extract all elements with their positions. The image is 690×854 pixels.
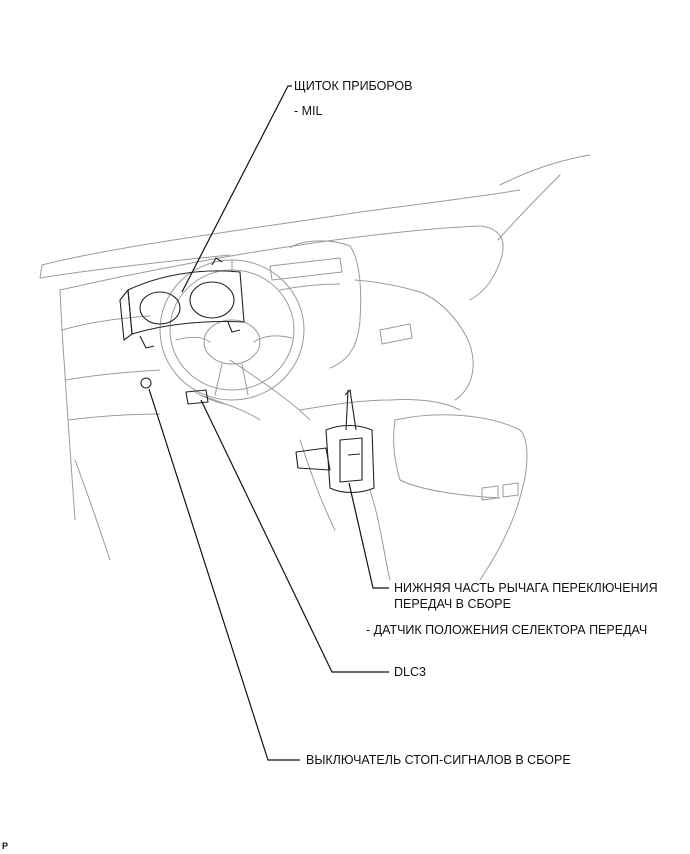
label-shift-lever-sub: - ДАТЧИК ПОЛОЖЕНИЯ СЕЛЕКТОРА ПЕРЕДАЧ — [366, 623, 648, 637]
steering-wheel — [159, 259, 305, 405]
dashboard-outline — [39, 154, 591, 561]
label-stop-lamp-switch: ВЫКЛЮЧАТЕЛЬ СТОП-СИГНАЛОВ В СБОРЕ — [306, 753, 571, 767]
leader-shift-lever — [348, 482, 389, 589]
leader-stop-lamp — [148, 388, 300, 761]
label-shift-lever-line1: НИЖНЯЯ ЧАСТЬ РЫЧАГА ПЕРЕКЛЮЧЕНИЯ — [394, 581, 658, 595]
leader-dlc3 — [200, 399, 389, 673]
instrument-cluster — [119, 257, 245, 349]
dlc3-connector — [185, 389, 209, 405]
corner-mark: P — [2, 841, 9, 851]
leader-instrument-panel — [181, 85, 292, 293]
shift-lever-assembly — [295, 389, 375, 494]
label-dlc3: DLC3 — [394, 665, 426, 679]
stop-lamp-switch — [140, 377, 152, 389]
center-console-outline — [299, 399, 528, 581]
label-instrument-panel: ЩИТОК ПРИБОРОВ — [294, 79, 413, 93]
label-shift-lever-line2: ПЕРЕДАЧ В СБОРЕ — [394, 597, 511, 611]
label-instrument-panel-sub: - MIL — [294, 104, 323, 118]
